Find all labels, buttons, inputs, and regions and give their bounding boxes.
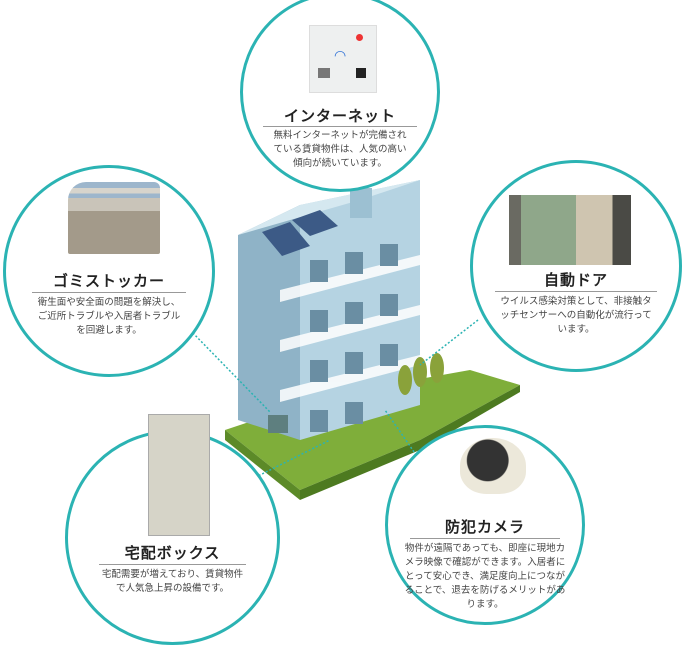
lan-port-icon (318, 68, 330, 78)
divider (263, 126, 417, 127)
security-camera-description: 物件が遠隔であっても、即座に現地カメラ映像で確認ができます。入居者にとって安心で… (404, 543, 566, 610)
phone-port-icon (356, 68, 366, 78)
auto-door-image (509, 195, 631, 265)
feature-security-camera: 防犯カメラ 物件が遠隔であっても、即座に現地カメラ映像で確認ができます。入居者に… (385, 425, 585, 625)
feature-garbage-stocker: ゴミストッカー 衛生面や安全面の問題を解決し、ご近所トラブルや入居者トラブルを回… (3, 165, 215, 377)
delivery-box-text: 宅配ボックス 宅配需要が増えており、賃貸物件で人気急上昇の設備です。 (65, 430, 280, 645)
delivery-box-title: 宅配ボックス (124, 544, 221, 562)
security-camera-title: 防犯カメラ (444, 518, 525, 536)
feature-internet: ◠ インターネット 無料インターネットが完備されている賃貸物件は、人気の高い傾向… (240, 0, 440, 192)
auto-door-title: 自動ドア (543, 271, 608, 289)
garbage-stocker-title: ゴミストッカー (52, 272, 165, 290)
divider (410, 538, 560, 539)
garbage-stocker-description: 衛生面や安全面の問題を解決し、ご近所トラブルや入居者トラブルを回避します。 (37, 297, 181, 336)
delivery-locker-image (148, 414, 210, 536)
divider (99, 564, 246, 565)
feature-auto-door: 自動ドア ウイルス感染対策として、非接触タッチセンサーへの自動化が流行っています… (470, 160, 682, 372)
divider (32, 292, 186, 293)
internet-title: インターネット (283, 107, 396, 125)
wifi-icon: ◠ (334, 48, 347, 64)
garbage-stocker-image (68, 182, 160, 254)
divider (495, 291, 657, 292)
dome-camera-image (460, 438, 526, 494)
delivery-box-description: 宅配需要が増えており、賃貸物件で人気急上昇の設備です。 (101, 569, 244, 594)
wall-router-image: ◠ (309, 25, 377, 93)
internet-description: 無料インターネットが完備されている賃貸物件は、人気の高い傾向が続いています。 (273, 130, 407, 169)
auto-door-description: ウイルス感染対策として、非接触タッチセンサーへの自動化が流行っています。 (500, 296, 652, 335)
power-led-icon (356, 34, 363, 41)
